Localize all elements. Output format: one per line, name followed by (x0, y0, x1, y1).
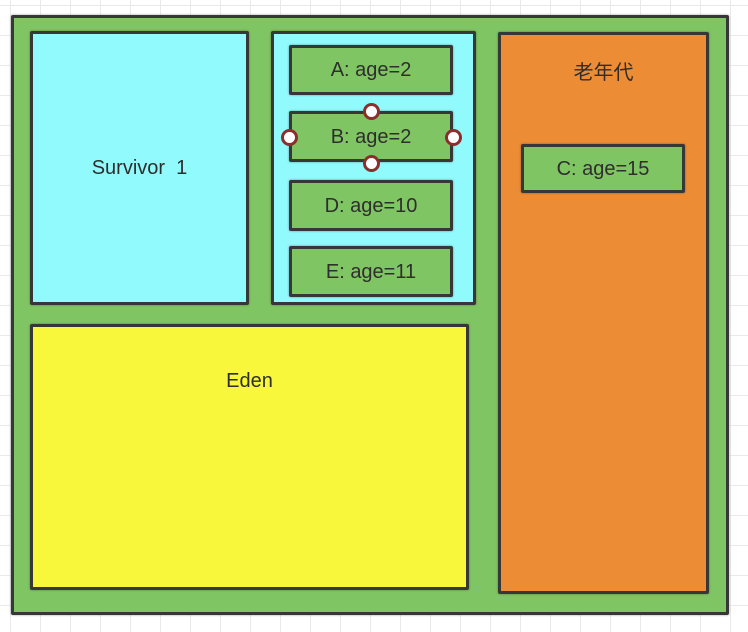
connection-handle-right-icon[interactable] (445, 129, 462, 146)
object-box-c[interactable]: C: age=15 (521, 144, 685, 193)
connection-handle-top-icon[interactable] (363, 103, 380, 120)
object-e-label: E: age=11 (325, 260, 417, 283)
object-a-label: A: age=2 (330, 59, 412, 81)
connection-handle-bottom-icon[interactable] (363, 155, 380, 172)
object-box-d[interactable]: D: age=10 (289, 180, 453, 231)
region-eden[interactable]: Eden (30, 324, 469, 590)
region-old-generation[interactable]: 老年代 (498, 32, 709, 594)
object-box-a[interactable]: A: age=2 (289, 45, 453, 95)
region-survivor1[interactable]: Survivor 1 (30, 31, 249, 305)
object-b-label: B: age=2 (330, 125, 412, 148)
connection-handle-left-icon[interactable] (281, 129, 298, 146)
region-eden-label: Eden (226, 370, 273, 392)
region-survivor1-label: Survivor 1 (91, 157, 188, 179)
region-old-generation-label: 老年代 (573, 62, 634, 84)
object-box-e[interactable]: E: age=11 (289, 246, 453, 297)
object-c-label: C: age=15 (556, 157, 650, 180)
object-d-label: D: age=10 (324, 194, 418, 217)
